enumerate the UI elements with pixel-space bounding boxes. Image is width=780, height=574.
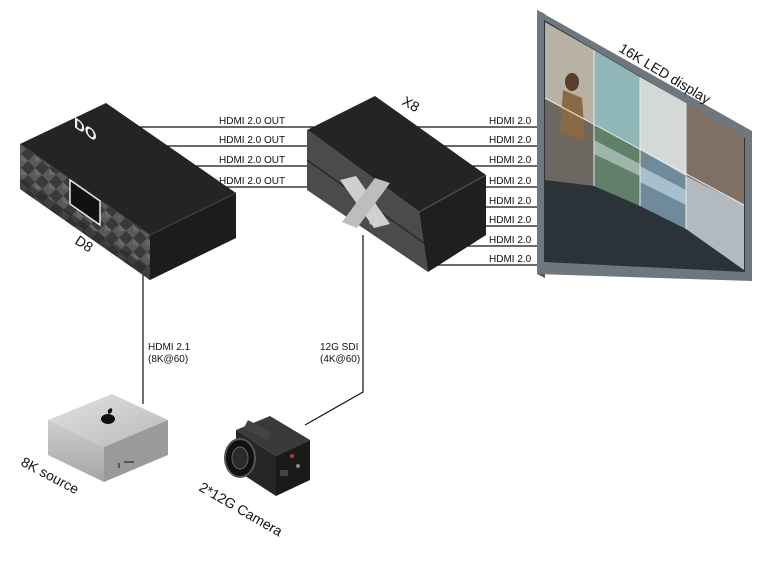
link-label-d8-x8-4: HDMI 2.0 OUT — [219, 176, 285, 187]
x8-logo-icon: X — [0, 0, 390, 228]
source-device: 8K source — [19, 394, 168, 497]
link-label-x8-display-4: HDMI 2.0 — [489, 176, 532, 187]
x8-device: X X8 — [0, 0, 487, 272]
link-label-x8-display-6: HDMI 2.0 — [489, 215, 532, 226]
led-display: 16K LED display — [537, 10, 752, 281]
cable-camera-x8 — [304, 235, 364, 426]
link-label-source-d8-1: HDMI 2.1 — [148, 342, 191, 353]
link-label-d8-x8-1: HDMI 2.0 OUT — [219, 116, 285, 127]
link-label-x8-display-1: HDMI 2.0 — [489, 116, 532, 127]
cables — [130, 126, 730, 426]
link-labels: HDMI 2.0 OUT HDMI 2.0 OUT HDMI 2.0 OUT H… — [148, 116, 532, 365]
link-label-camera-x8-2: (4K@60) — [320, 354, 360, 365]
link-label-x8-display-8: HDMI 2.0 — [489, 254, 532, 265]
link-label-x8-display-3: HDMI 2.0 — [489, 155, 532, 166]
link-label-d8-x8-3: HDMI 2.0 OUT — [219, 155, 285, 166]
svg-text:X: X — [0, 0, 1, 1]
x8-label: X8 — [400, 93, 423, 116]
camera-device: 2*12G Camera — [197, 416, 310, 539]
link-label-x8-display-2: HDMI 2.0 — [489, 135, 532, 146]
apple-logo-icon — [101, 408, 115, 424]
link-label-x8-display-7: HDMI 2.0 — [489, 235, 532, 246]
link-label-camera-x8-1: 12G SDI — [320, 342, 358, 353]
link-label-d8-x8-2: HDMI 2.0 OUT — [219, 135, 285, 146]
link-label-source-d8-2: (8K@60) — [148, 354, 188, 365]
link-label-x8-display-5: HDMI 2.0 — [489, 196, 532, 207]
d8-device: DO D8 — [19, 103, 237, 280]
display-panels — [545, 22, 744, 270]
